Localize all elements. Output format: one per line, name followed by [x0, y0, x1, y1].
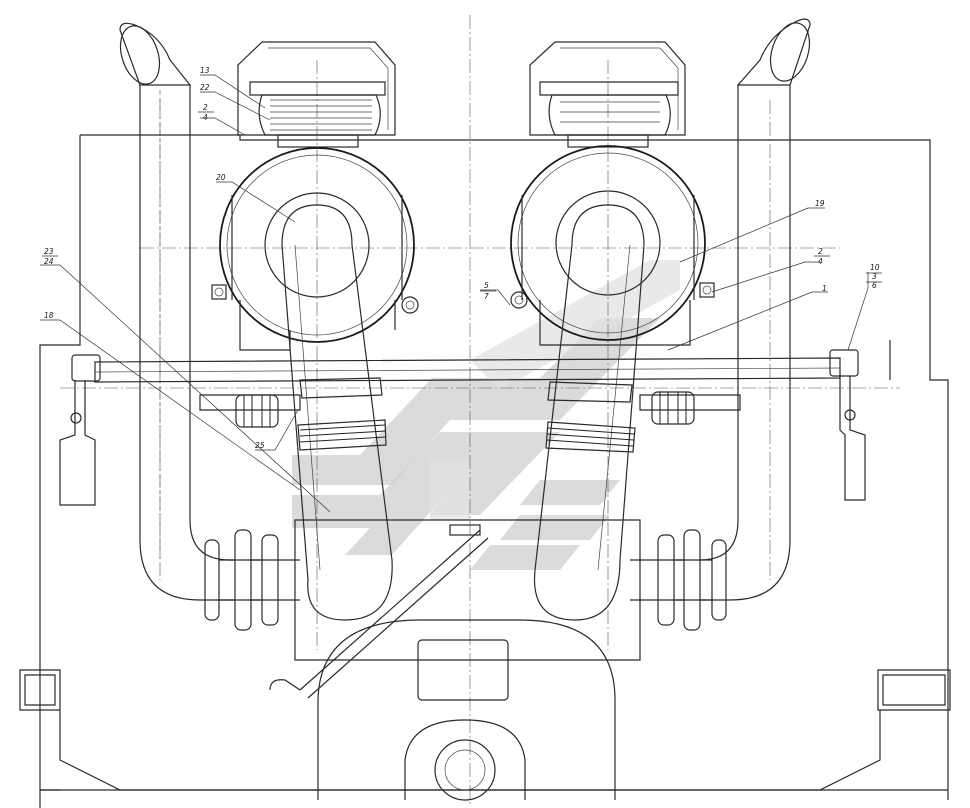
bracket-left [59, 380, 96, 506]
bellows-right [657, 529, 727, 631]
callout-2-left: 2 [203, 103, 208, 112]
air-cleaner-housing-right [510, 145, 715, 346]
callout-20: 20 [216, 173, 226, 182]
intake-pipe-left [281, 204, 393, 621]
intake-pipe-right [533, 204, 645, 621]
callout-2-right: 2 [818, 247, 823, 256]
callout-25: 25 [255, 441, 265, 450]
callout-22: 22 [200, 83, 210, 92]
callout-13: 13 [200, 66, 210, 75]
leader-lines [40, 74, 869, 513]
watermark-logo [292, 260, 680, 570]
callout-23: 23 [44, 247, 54, 256]
callout-24: 24 [44, 257, 54, 266]
callout-3: 3 [872, 272, 877, 281]
air-cleaner-cap-left [237, 41, 396, 148]
callout-6: 6 [872, 281, 877, 290]
engine-block [269, 519, 641, 801]
bracket-right [839, 376, 866, 501]
air-cleaner-housing-left [211, 147, 419, 351]
air-cleaner-cap-right [529, 41, 686, 148]
callout-4-left: 4 [203, 113, 208, 122]
bellows-left [204, 529, 279, 631]
callout-5: 5 [484, 281, 489, 290]
callout-7: 7 [484, 292, 489, 301]
callout-4-right: 4 [818, 257, 823, 266]
exhaust-pipe-right [630, 18, 811, 601]
callout-1: 1 [822, 284, 827, 293]
callout-10: 10 [870, 263, 880, 272]
callout-18: 18 [44, 311, 54, 320]
callout-labels: 13 22 2 4 20 19 23 24 18 5 7 2 4 1 10 3 … [42, 66, 882, 450]
callout-19: 19 [815, 199, 825, 208]
